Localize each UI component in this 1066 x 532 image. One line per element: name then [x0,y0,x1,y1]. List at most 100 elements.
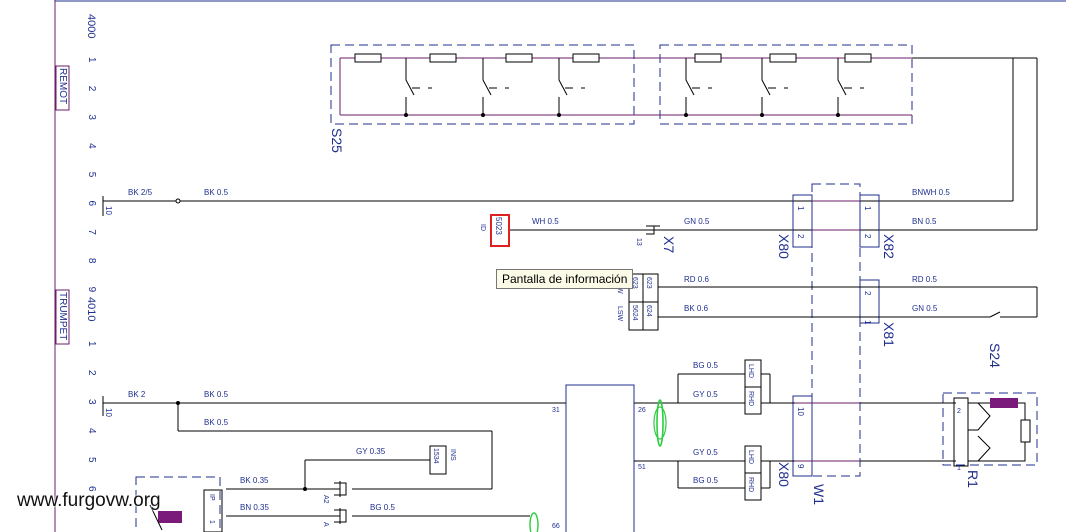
r1-fuse [990,398,1018,408]
id-box-highlight[interactable] [490,214,510,247]
s25-resistor [694,53,722,63]
pin-x80-2: 2 [796,234,805,239]
x7-pin: 13 [635,238,642,246]
conn-tag-lsw: LSW [616,306,623,322]
x81-label: X81 [881,322,897,347]
wire-label-bk06: BK 0.6 [684,304,709,313]
wire-label-wh05: WH 0.5 [532,217,559,226]
pin-ip: IP [208,494,215,501]
conn-cell-1a: 623 [631,277,638,289]
x80-top-connector [792,194,813,248]
wire-label-gn05-b: GN 0.5 [912,304,938,313]
pin-26: 26 [638,407,646,414]
pin-x80-9: 9 [796,464,805,469]
s25-switch [761,58,788,115]
lower-wiring [102,396,566,524]
s25-switch [685,58,712,115]
wire-label-bn035: BN 0.35 [240,503,269,512]
s25-label: S25 [329,128,345,153]
ins-box[interactable] [429,445,447,475]
s25-node [404,113,408,117]
pin-31: 31 [552,407,560,414]
s25-node [557,113,561,117]
pin-x82-2: 2 [863,234,872,239]
top-wiring [102,57,1038,235]
index-row-top-3: 3 [86,114,97,120]
index-row-top-4: 4 [86,143,97,149]
lhd-rhd-bottom: LHD RHD [677,445,795,501]
index-row-bottom-5: 5 [86,457,97,463]
display-connector[interactable]: 623 623 5624 624 W LSW [616,273,659,331]
tab-trumpet-box [55,289,70,345]
watermark: www.furgovw.org [17,490,161,511]
wire-label-gy05-a: GY 0.5 [693,390,718,399]
s25-switch [837,58,864,115]
pin-10-bottom: 10 [104,408,113,417]
svg-text:RHD: RHD [747,477,754,492]
tab-remot-box [55,65,70,111]
index-row-top-2: 2 [86,86,97,92]
w1-harness-box [811,183,861,477]
radio-module[interactable] [565,384,635,532]
s25-switch [405,58,432,115]
ip-connector [203,489,223,532]
tooltip-info-display: Pantalla de información [496,269,634,289]
index-row-bottom-6: 6 [86,486,97,492]
wire-label-bnwh05: BNWH 0.5 [912,188,950,197]
wire-label-gy035: GY 0.35 [356,447,386,456]
r1-resistor [1020,419,1031,443]
r1-connector [953,397,969,467]
index-bottom-number: 4010 [85,297,97,321]
s25-resistor [844,53,872,63]
svg-text:LHD: LHD [747,364,754,378]
id-tag: ID [479,224,486,231]
ferrite-ring-2 [529,512,539,532]
index-row-bottom-1: 1 [86,341,97,347]
wire-label-gy05-b: GY 0.5 [693,448,718,457]
s24-label: S24 [987,343,1003,368]
index-row-top-5: 5 [86,172,97,178]
index-row-bottom-2: 2 [86,370,97,376]
wire-label-bk25: BK 2/5 [128,188,153,197]
index-row-top-6: 6 [86,201,97,207]
wire-label-bk2: BK 2 [128,390,146,399]
pin-a2: A2 [322,495,329,504]
wire-label-bg05-b: BG 0.5 [693,476,718,485]
x82-connector [859,194,880,248]
pin-a: A [322,522,329,527]
wire-label-bk05-a: BK 0.5 [204,188,229,197]
ins-box-label: 1534 [432,448,439,464]
ferrite-ring-1a [656,399,664,447]
s25-node [760,113,764,117]
s25-node [481,113,485,117]
s24-switch [989,311,1001,318]
tab-trumpet-label: TRUMPET [57,292,68,340]
index-row-top-8: 8 [86,258,97,264]
pin-r1-1: 1 [957,465,961,472]
s25-resistor [429,53,457,63]
s25-resistor [769,53,797,63]
s25-resistor [572,53,600,63]
index-row-top-1: 1 [86,57,97,63]
x82-label: X82 [881,234,897,259]
x80-bottom-label: X80 [776,462,792,487]
index-top-number: 4000 [85,14,97,38]
svg-text:LHD: LHD [747,450,754,464]
ip-module-box [135,476,221,532]
wire-label-bk05-c: BK 0.5 [204,418,229,427]
s25-switch [482,58,509,115]
ferrite-ring-1b [653,406,667,440]
pin-x80-10: 10 [796,407,805,416]
x7-label: X7 [661,236,677,253]
wire-label-bk035: BK 0.35 [240,476,269,485]
pin-r1-2: 2 [957,408,961,415]
x80-label: X80 [776,234,792,259]
tab-remot-label: REMOT [57,68,68,104]
index-row-bottom-4: 4 [86,428,97,434]
s25-block-left [330,44,635,125]
s25-node [684,113,688,117]
wire-label-bn05: BN 0.5 [912,217,937,226]
